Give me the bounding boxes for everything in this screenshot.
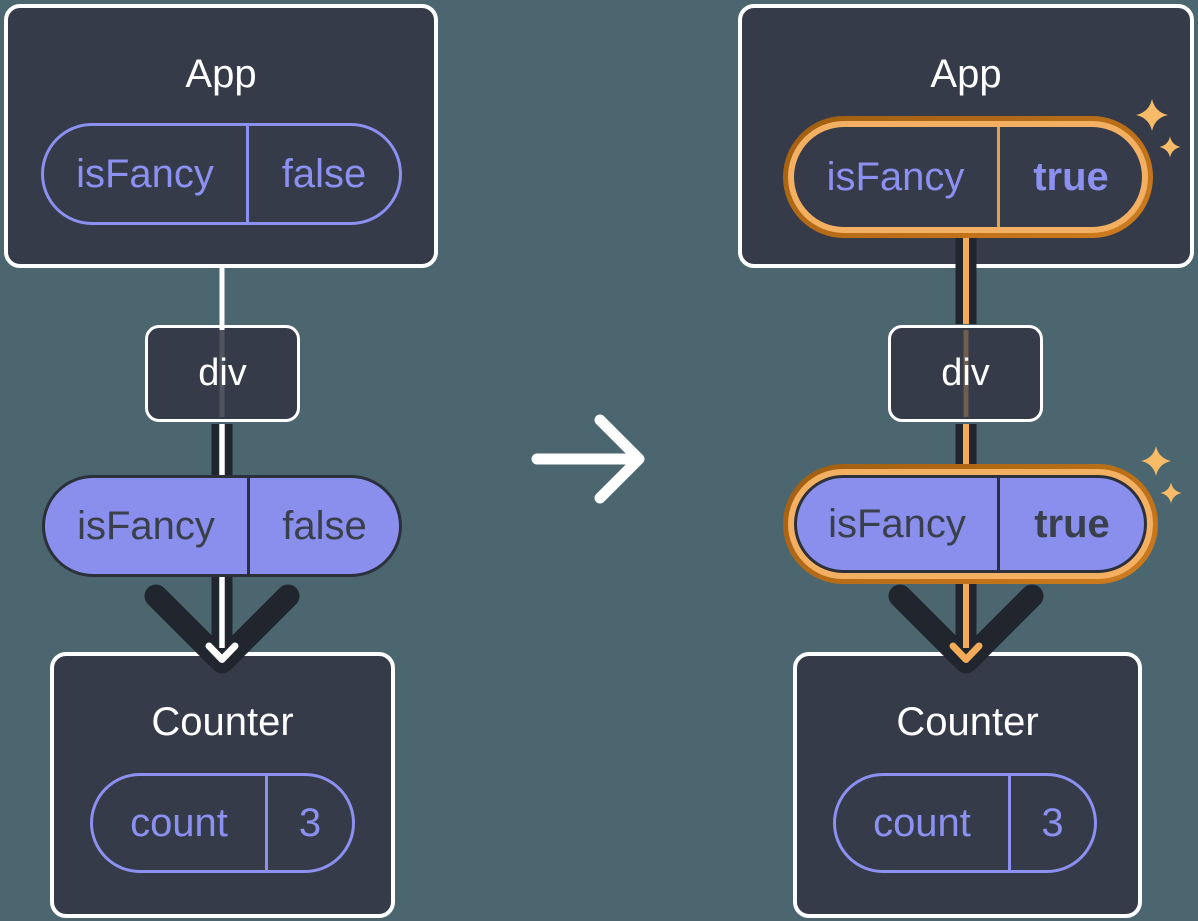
state-name: count: [873, 801, 971, 845]
before-arrow-core-head: [205, 642, 239, 663]
state-name: count: [130, 801, 228, 845]
before-counter-title: Counter: [151, 700, 294, 744]
state-value: 3: [1041, 801, 1064, 845]
pill-divider: [246, 126, 249, 222]
prop-name: isFancy: [826, 155, 965, 199]
after-app-title: App: [930, 52, 1002, 96]
before-div-node: [145, 325, 300, 422]
before-app-state-pill: isFancy false: [41, 123, 402, 225]
after-div-node: [888, 325, 1043, 422]
before-counter-state-pill: count 3: [90, 773, 355, 873]
after-counter-state-pill: count 3: [833, 773, 1097, 873]
state-value: 3: [298, 801, 322, 845]
prop-name: isFancy: [76, 152, 214, 196]
after-app-state-pill-highlight-ring: isFancy true: [783, 116, 1153, 238]
pill-divider: [1008, 776, 1011, 870]
transition-arrow-icon: [531, 414, 645, 504]
after-passed-prop-pill-highlight-ring: isFancy true: [783, 464, 1158, 584]
highlight-ring-inner: isFancy true: [788, 121, 1148, 233]
after-passed-prop-pill: isFancy true: [794, 475, 1147, 573]
prop-value: true: [1033, 155, 1109, 199]
pill-divider: [265, 776, 268, 870]
before-passed-prop-pill: isFancy false: [42, 475, 402, 577]
prop-name: isFancy: [77, 504, 215, 548]
after-arrow-core-head: [949, 642, 983, 663]
prop-name: isFancy: [828, 502, 966, 546]
pill-divider: [247, 478, 250, 574]
after-counter-title: Counter: [896, 700, 1039, 744]
before-div-label: div: [198, 352, 247, 394]
pill-divider: [997, 478, 1000, 570]
prop-value: false: [281, 152, 367, 196]
before-app-title: App: [185, 52, 257, 96]
prop-value: true: [1034, 502, 1110, 546]
after-div-label: div: [941, 352, 990, 394]
prop-value: false: [282, 504, 367, 548]
after-app-state-pill: isFancy true: [794, 127, 1142, 227]
pill-divider: [997, 127, 1000, 227]
highlight-ring-inner: isFancy true: [788, 469, 1153, 579]
